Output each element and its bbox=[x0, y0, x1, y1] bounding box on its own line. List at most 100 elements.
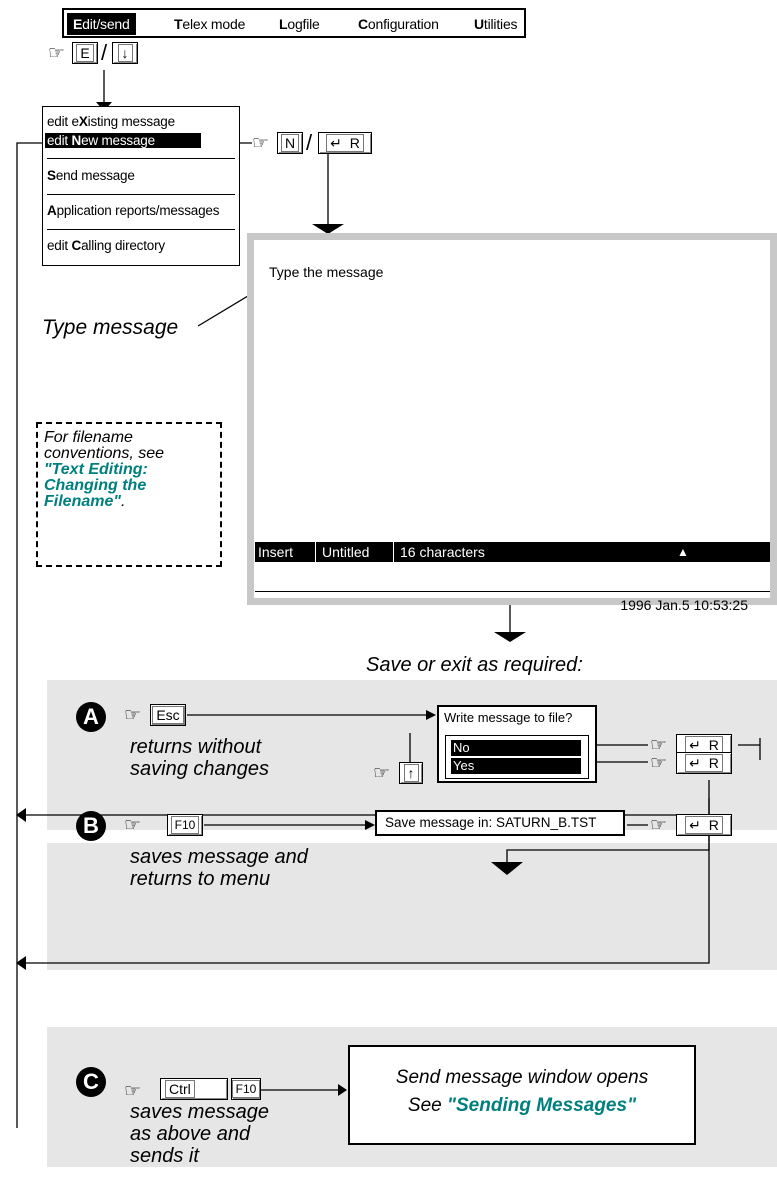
key-r-label: R bbox=[708, 737, 719, 753]
down-arrow-icon: ↓ bbox=[117, 44, 133, 62]
menu-item-calling-dir-post: alling directory bbox=[81, 238, 165, 253]
key-enter-r[interactable]: ↵ R bbox=[676, 752, 732, 774]
option-c-desc-line: sends it bbox=[130, 1145, 199, 1167]
menu-divider bbox=[47, 229, 235, 230]
key-e-label: E bbox=[76, 44, 94, 62]
menu-utilities[interactable]: Utilities bbox=[474, 13, 518, 35]
save-message-prompt[interactable]: Save message in: SATURN_B.TST bbox=[375, 810, 625, 836]
filename-note: For filename conventions, see "Text Edit… bbox=[36, 422, 222, 567]
option-yes[interactable]: Yes bbox=[451, 758, 581, 774]
text-editing-link[interactable]: Changing the bbox=[44, 477, 147, 494]
send-message-window-note: Send message window opens See "Sending M… bbox=[348, 1045, 696, 1145]
key-ctrl-label: Ctrl bbox=[165, 1080, 195, 1098]
option-c-desc-line: as above and bbox=[130, 1123, 251, 1145]
key-enter-r[interactable]: ↵ R bbox=[676, 814, 732, 836]
send-window-see-line: See "Sending Messages" bbox=[350, 1095, 694, 1117]
key-enter-r-label: ↵ R bbox=[685, 816, 723, 834]
menu-item-send-hotkey: S bbox=[47, 168, 56, 183]
option-b-badge: B bbox=[76, 811, 106, 841]
menu-item-edit-existing[interactable]: edit eXisting message bbox=[47, 114, 175, 129]
send-window-line: Send message window opens bbox=[395, 1067, 649, 1088]
menu-logfile-label: ogfile bbox=[287, 16, 320, 32]
key-esc[interactable]: Esc bbox=[150, 704, 186, 726]
key-separator-slash: / bbox=[306, 130, 313, 155]
status-divider bbox=[315, 542, 316, 562]
key-n[interactable]: N bbox=[277, 132, 303, 154]
cursor-position-icon: ▲ bbox=[677, 545, 689, 559]
menu-logfile[interactable]: Logfile bbox=[279, 13, 320, 35]
option-b-desc-line: saves message and bbox=[130, 846, 308, 868]
message-body-text[interactable]: Type the message bbox=[269, 264, 384, 280]
note-end: . bbox=[120, 493, 126, 510]
menu-telex-hotkey: T bbox=[174, 16, 183, 32]
hand-pointer-icon: ☞ bbox=[124, 1080, 142, 1102]
menu-edit-send-hotkey: E bbox=[73, 16, 83, 32]
text-editing-link[interactable]: "Text Editing: bbox=[44, 461, 148, 478]
note-line: conventions, see bbox=[44, 445, 165, 462]
option-c-description: saves message as above and sends it bbox=[130, 1101, 269, 1167]
menu-item-send-post: end message bbox=[55, 168, 135, 183]
option-b-panel bbox=[47, 843, 777, 970]
hand-pointer-icon: ☞ bbox=[252, 132, 270, 154]
menu-item-send-message[interactable]: Send message bbox=[47, 168, 135, 183]
menu-divider bbox=[47, 158, 235, 159]
menu-item-edit-existing-pre: edit e bbox=[47, 114, 79, 129]
key-f10-label: F10 bbox=[170, 816, 200, 834]
up-arrow-icon: ↑ bbox=[403, 764, 419, 782]
menu-telex-mode[interactable]: Telex mode bbox=[174, 13, 245, 35]
key-ctrl[interactable]: Ctrl bbox=[160, 1078, 228, 1100]
hand-pointer-icon: ☞ bbox=[373, 762, 391, 784]
key-f10[interactable]: F10 bbox=[231, 1078, 261, 1100]
menu-item-calling-dir-pre: edit bbox=[47, 238, 72, 253]
editor-status-bar: Insert Untitled 16 characters ▲ bbox=[255, 542, 770, 562]
menu-configuration[interactable]: Configuration bbox=[358, 13, 439, 35]
status-char-count: 16 characters bbox=[400, 544, 485, 560]
enter-icon: ↵ bbox=[330, 135, 342, 151]
write-to-file-dialog: Write message to file? No Yes bbox=[437, 705, 597, 783]
option-a-badge: A bbox=[76, 702, 106, 732]
option-a-description: returns without saving changes bbox=[130, 736, 269, 780]
enter-icon: ↵ bbox=[689, 737, 701, 753]
note-line: For filename bbox=[44, 429, 133, 446]
menu-utilities-hotkey: U bbox=[474, 16, 484, 32]
editor-timestamp: 1996 Jan.5 10:53:25 bbox=[620, 597, 748, 613]
key-enter-r[interactable]: ↵ R bbox=[318, 132, 372, 154]
key-down-arrow[interactable]: ↓ bbox=[112, 42, 138, 64]
key-n-label: N bbox=[280, 134, 300, 152]
editor-divider bbox=[255, 591, 770, 592]
menu-item-edit-new-hotkey: N bbox=[71, 133, 82, 148]
menu-item-calling-dir-hotkey: C bbox=[71, 238, 82, 253]
hand-pointer-icon: ☞ bbox=[650, 734, 668, 756]
hand-pointer-icon: ☞ bbox=[48, 42, 66, 64]
message-editor-window: Type the message Insert Untitled 16 char… bbox=[247, 233, 777, 613]
status-filename: Untitled bbox=[322, 544, 370, 560]
key-enter-r-label: ↵ R bbox=[326, 134, 364, 152]
key-up-arrow[interactable]: ↑ bbox=[399, 762, 423, 784]
key-separator-slash: / bbox=[101, 40, 108, 65]
menu-item-calling-directory[interactable]: edit Calling directory bbox=[47, 238, 165, 253]
menu-utilities-label: tilities bbox=[483, 16, 518, 32]
menu-item-edit-existing-hotkey: X bbox=[78, 114, 88, 129]
save-or-exit-heading: Save or exit as required: bbox=[366, 654, 583, 676]
menu-edit-send-label: dit/send bbox=[82, 16, 130, 32]
sending-messages-link[interactable]: "Sending Messages" bbox=[447, 1095, 637, 1116]
key-f10-label: F10 bbox=[231, 1080, 261, 1098]
key-r-label: R bbox=[708, 755, 719, 771]
text-editing-link[interactable]: Filename" bbox=[44, 493, 121, 510]
see-text: See bbox=[407, 1095, 447, 1116]
key-f10[interactable]: F10 bbox=[167, 814, 203, 836]
menu-item-edit-new[interactable]: edit New message bbox=[45, 133, 201, 148]
key-r-label: R bbox=[708, 817, 719, 833]
key-e[interactable]: E bbox=[72, 42, 98, 64]
status-mode: Insert bbox=[258, 544, 294, 560]
status-divider bbox=[393, 542, 394, 562]
menu-item-edit-new-post: ew message bbox=[81, 133, 155, 148]
option-no[interactable]: No bbox=[451, 740, 581, 756]
key-enter-r-label: ↵ R bbox=[685, 754, 723, 772]
menu-item-edit-existing-post: isting message bbox=[87, 114, 175, 129]
menu-edit-send[interactable]: Edit/send bbox=[67, 13, 136, 35]
menu-item-application-reports[interactable]: Application reports/messages bbox=[47, 203, 219, 218]
hand-pointer-icon: ☞ bbox=[650, 814, 668, 836]
menu-logfile-hotkey: L bbox=[279, 16, 288, 32]
enter-icon: ↵ bbox=[689, 755, 701, 771]
